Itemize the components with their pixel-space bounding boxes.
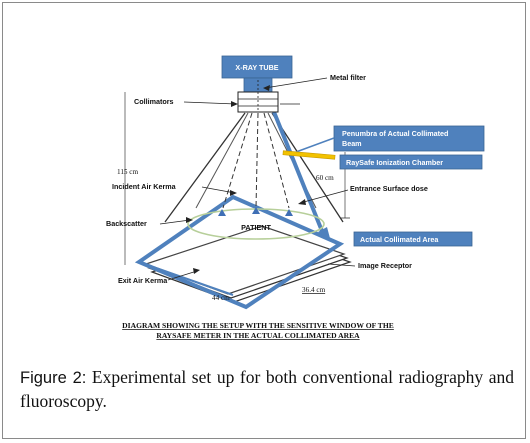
- penumbra-label-line2: Beam: [342, 139, 362, 148]
- beam-center: [255, 112, 259, 209]
- exit-air-kerma-label: Exit Air Kerma: [118, 276, 168, 285]
- metal-filter-arrowhead: [263, 85, 270, 91]
- beam-outer-left: [164, 112, 246, 223]
- figure-number: Figure 2:: [20, 369, 87, 387]
- entrance-surface-dose-leader: [299, 189, 349, 204]
- backscatter-arrowhead: [186, 217, 193, 223]
- xray-tube-label: X-RAY TUBE: [235, 63, 278, 72]
- incident-marker-right: [285, 209, 293, 216]
- beam-mid-left: [195, 112, 249, 209]
- backscatter-label: Backscatter: [106, 219, 147, 228]
- image-receptor-leader: [327, 263, 356, 267]
- distance-44-label: 44 cm: [212, 294, 230, 302]
- exit-air-kerma-arrowhead: [193, 268, 200, 274]
- collimators-label: Collimators: [134, 97, 174, 106]
- patient-label: PATIENT: [241, 223, 271, 232]
- incident-marker-center: [252, 207, 260, 214]
- penumbra-leader: [295, 137, 335, 153]
- entrance-surface-dose-label: Entrance Surface dose: [350, 184, 428, 193]
- distance-60-label: 60 cm: [316, 174, 334, 182]
- penumbra-arrowhead: [318, 227, 331, 242]
- figure-caption: Figure 2: Experimental set up for both c…: [20, 366, 514, 413]
- distance-115-label: 115 cm: [117, 168, 139, 176]
- penumbra-label-box: [333, 125, 485, 152]
- collimated-field-outline: [134, 194, 345, 310]
- metal-filter-leader: [264, 77, 328, 89]
- actual-collimated-area-label: Actual Collimated Area: [360, 235, 439, 244]
- raysafe-label: RaySafe Ionization Chamber: [346, 158, 443, 167]
- collimators-leader: [183, 101, 237, 105]
- ionization-chamber: [282, 150, 336, 160]
- incident-air-kerma-label: Incident Air Kerma: [112, 182, 177, 191]
- penumbra-beam-edge: [272, 111, 326, 237]
- actual-collimated-area-box: [353, 231, 473, 247]
- diagram-heading-line2: RAYSAFE METER IN THE ACTUAL COLLIMATED A…: [156, 331, 360, 340]
- collimated-field-inner-edge: [138, 261, 234, 296]
- distance-364-label: 36.4 cm: [302, 286, 326, 294]
- incident-air-kerma-leader: [201, 186, 236, 194]
- image-receptor-label: Image Receptor: [358, 261, 412, 270]
- diagram-heading-line1: DIAGRAM SHOWING THE SETUP WITH THE SENSI…: [122, 321, 394, 330]
- beam-inner-right: [263, 112, 290, 209]
- exit-air-kerma-leader: [167, 270, 198, 281]
- collimators-arrowhead: [231, 101, 238, 107]
- raysafe-label-box: [339, 154, 483, 170]
- entrance-surface-dose-arrowhead: [298, 199, 306, 205]
- backscatter-leader: [159, 219, 191, 225]
- metal-filter-label: Metal filter: [330, 73, 366, 82]
- penumbra-label-line1: Penumbra of Actual Collimated: [342, 129, 448, 138]
- incident-marker-left: [218, 209, 226, 216]
- beam-inner-left: [222, 112, 253, 209]
- incident-air-kerma-arrowhead: [230, 190, 237, 196]
- caption-text: Experimental set up for both conventiona…: [20, 367, 514, 411]
